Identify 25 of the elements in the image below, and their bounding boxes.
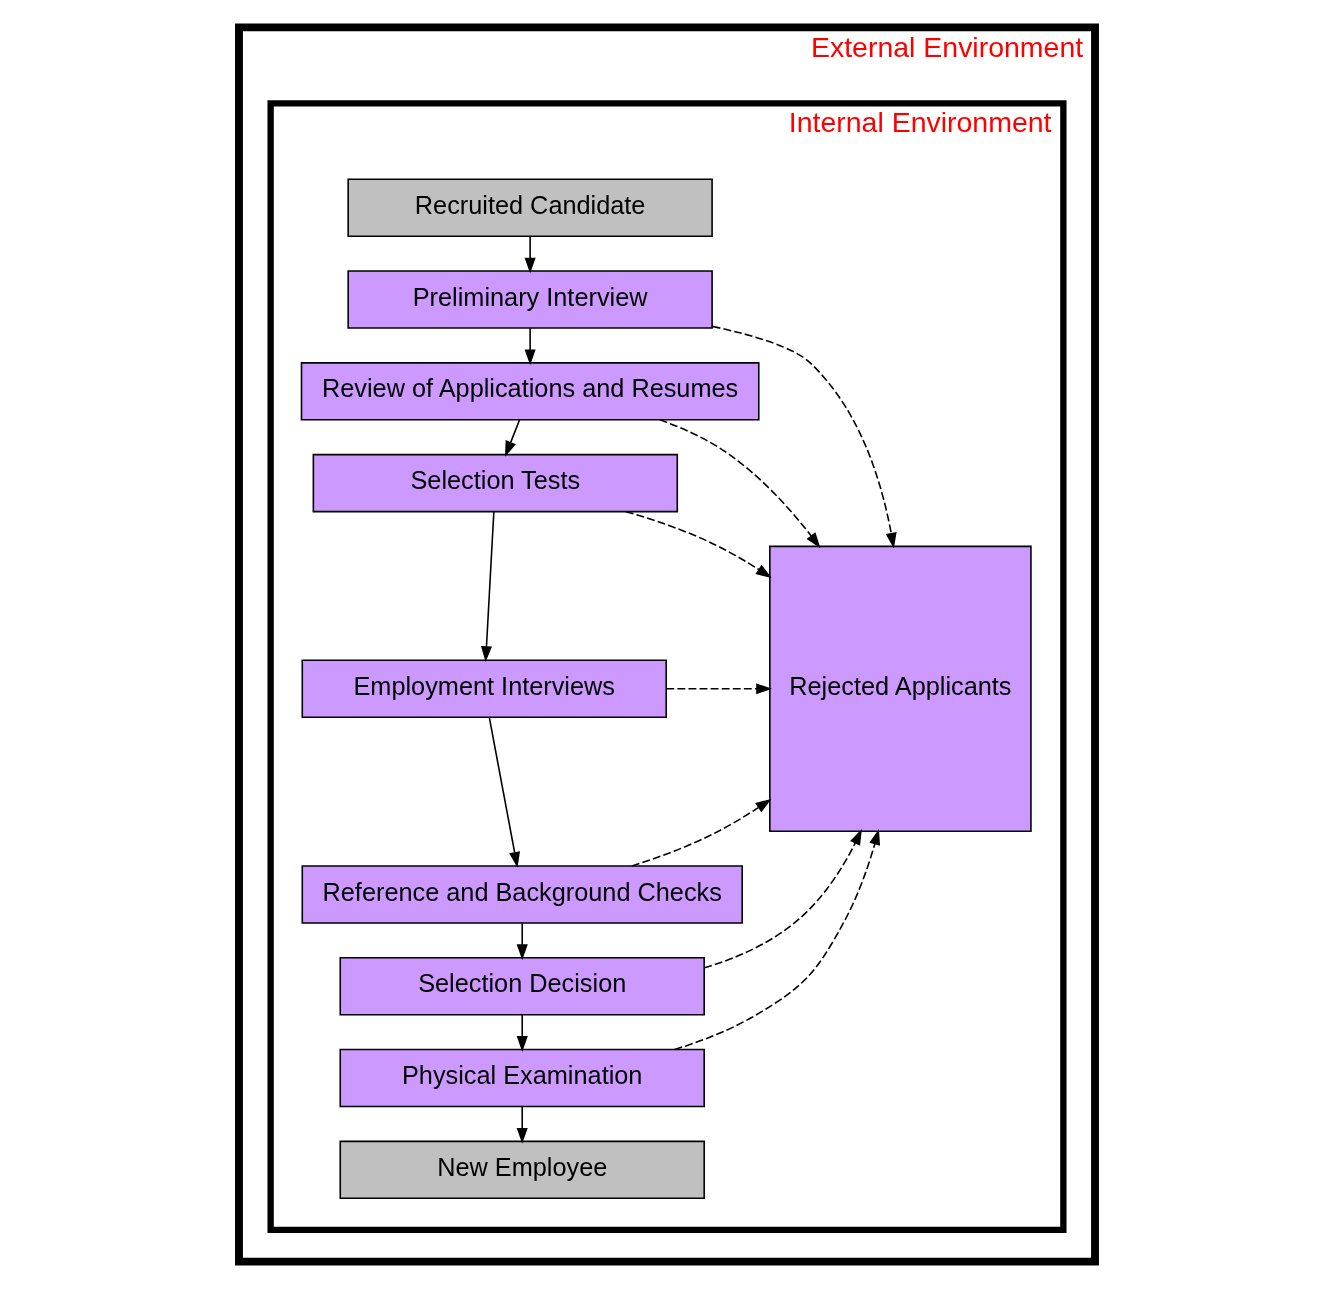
arrow [524, 235, 536, 274]
arrow [516, 922, 528, 961]
node-box: Recruited Candidate [347, 178, 713, 238]
arrow [516, 1014, 528, 1052]
arrow [703, 829, 862, 969]
arrow [516, 1105, 528, 1144]
node-box: Selection Tests [312, 453, 679, 513]
node-box: Employment Interviews [301, 659, 667, 719]
arrow [673, 829, 881, 1051]
node-box: New Employee [339, 1140, 705, 1200]
arrow [524, 327, 536, 366]
arrow [625, 510, 772, 579]
arrow [631, 798, 772, 867]
node-box: Rejected Applicants [769, 545, 1032, 832]
arrow [658, 419, 821, 549]
node-box: Reference and Background Checks [301, 865, 743, 924]
node-box: Preliminary Interview [347, 270, 713, 329]
node-box: Physical Examination [339, 1048, 705, 1108]
arrow [488, 716, 521, 868]
arrow [665, 683, 773, 695]
arrow [480, 511, 495, 663]
arrow [505, 419, 521, 457]
node-box: Selection Decision [339, 957, 705, 1016]
arrow [711, 325, 897, 549]
node-box: Review of Applications and Resumes [300, 362, 760, 421]
